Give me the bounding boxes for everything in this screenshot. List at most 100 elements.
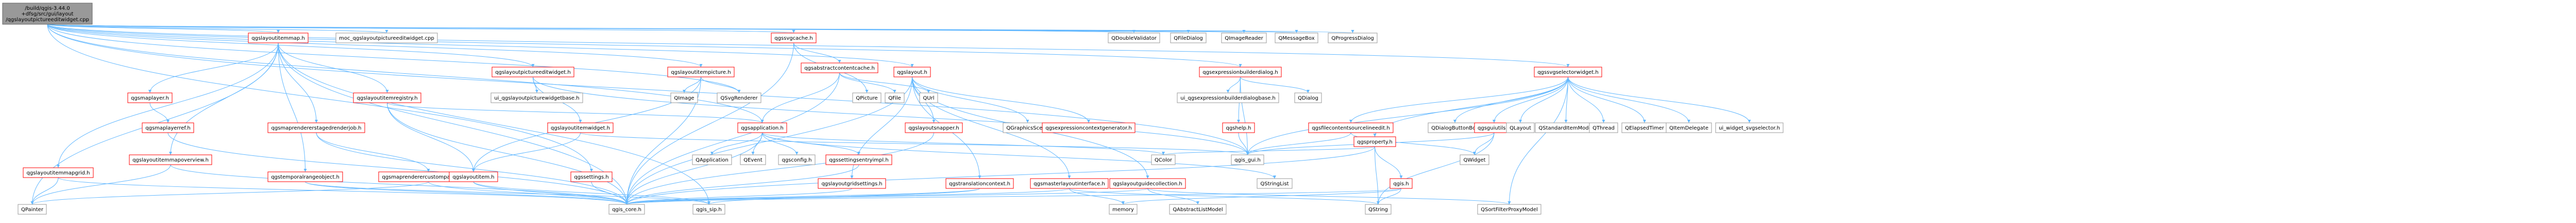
edge-qgsexpressionbuilderdialog-h-to-ui-qgsexpressionbuilderdialogbase-h [1228,76,1241,93]
edge-qgslayoutitemmapgrid-h-to-QPainter [32,177,59,205]
node-qgslayoutitemmapoverview-h[interactable]: qgslayoutitemmapoverview.h [129,154,212,165]
node-qgstemporalrangeobject-h[interactable]: qgstemporalrangeobject.h [267,171,343,182]
edge-arrowhead [857,152,860,155]
node-box [1353,136,1396,147]
node-box [18,204,47,215]
node-qgsfilecontentsourcelineedit-h[interactable]: qgsfilecontentsourcelineedit.h [1308,122,1394,133]
node-box [1108,33,1160,43]
node-label: qgslayoutitempicture.h [671,70,731,75]
edge-qgslayoutitemmapgrid-h-to-qgis-core-h [58,177,627,205]
edge-qgsmaprenderercustompainterjob-h-to-QPainter [32,181,429,205]
node-qgsproperty-h[interactable]: qgsproperty.h [1353,136,1396,147]
node-QElapsedTimer: QElapsedTimer [1621,122,1668,133]
node-label: QColor [1155,157,1173,163]
node-qgssettings-h[interactable]: qgssettings.h [570,171,613,182]
node-qgslayoutguidecollection-h[interactable]: qgslayoutguidecollection.h [1109,178,1186,189]
node-qgslayoutitemwidget-h[interactable]: qgslayoutitemwidget.h [547,122,614,133]
node-box [740,154,766,165]
edge-qgssvgselectorwidget-h-to-QItemDelegate [1568,76,1689,123]
node-qgsmaplayer-h[interactable]: qgsmaplayer.h [127,92,173,103]
node-QUrl: QUrl [919,92,938,103]
node-qgslayoutitemmap-h[interactable]: qgslayoutitemmap.h [248,33,309,43]
edge-arrowhead [1246,152,1249,155]
node-qgsabstractcontentcache-h[interactable]: qgsabstractcontentcache.h [801,62,878,73]
edge-qgssettings-h-to-qgis-core-h [591,181,627,205]
edge-qgsexpressionbuilderdialog-h-to-QDialog [1240,76,1309,93]
edge-qgssvgcache-h-to-qgis-core-h [626,42,794,205]
edge-arrowhead [472,169,475,172]
node-qgslayoutgridsettings-h[interactable]: qgslayoutgridsettings.h [818,178,886,189]
node-box [818,178,886,189]
edge-qgsmaplayer-h-to-qgsmaplayerref-h [149,102,168,123]
node-qgsmasterlayoutinterface-h[interactable]: qgsmasterlayoutinterface.h [1030,178,1109,189]
edge-qgslayoutsnapper-h-to-qgis-core-h [626,132,934,205]
node-label: QString [1368,207,1388,213]
node-qgslayoutitempicture-h[interactable]: qgslayoutitempicture.h [667,67,735,77]
node-box [1294,92,1322,103]
edge-arrowhead [590,169,593,172]
node-qgslayoutitem-h[interactable]: qgslayoutitem.h [449,171,498,182]
edge-arrowhead [1748,120,1751,123]
edge-root-to-qgslayoutpictureeditwidget-h [47,24,533,68]
node-label: QPainter [21,207,44,213]
node-label: /qgslayoutpictureeditwidget.cpp [6,17,89,23]
node-qgssvgcache-h[interactable]: qgssvgcache.h [771,33,817,43]
node-qgsmaprenderercustompainterjob-h-parent[interactable]: qgsmaprendererstagedrenderjob.h [267,122,365,133]
edge-arrowhead [148,90,151,93]
node-box [1715,122,1784,133]
edge-qgslayoutitemwidget-h-to-qgslayoutitem-h [473,132,581,172]
node-QFileDialog: QFileDialog [1170,33,1207,43]
node-QWidget: QWidget [1460,154,1489,165]
node-QString: QString [1365,204,1392,215]
edge-qgslayoutitemmap-h-to-qgstemporalrangeobject-h [278,42,306,172]
node-box [717,92,761,103]
node-qgslayout-h[interactable]: qgslayout.h [893,67,931,77]
node-label: qgslayoutitemwidget.h [551,125,610,131]
edge-arrowhead [1237,120,1240,123]
edge-qgsabstractcontentcache-h-to-qgsapplication-h [762,72,840,123]
node-qgsapplication-h[interactable]: qgsapplication.h [737,122,787,133]
node-qgslayoutpictureeditwidget-h[interactable]: qgslayoutpictureeditwidget.h [492,67,574,77]
node-qgssettingsentryimpl-h[interactable]: qgssettingsentryimpl.h [825,154,892,165]
node-box [852,92,882,103]
node-box [2,3,93,25]
node-QSvgRenderer: QSvgRenderer [717,92,761,103]
node-qgsexpressioncontextgenerator-h[interactable]: qgsexpressioncontextgenerator.h [1042,122,1136,133]
edge-arrowhead [535,90,538,93]
edge-qgssvgselectorwidget-h-to-QElapsedTimer [1568,76,1645,123]
edge-qgssvgselectorwidget-h-to-qgsguiutils-h [1494,76,1568,123]
node-qgshelp-h[interactable]: qgshelp.h [1222,122,1255,133]
node-QPicture: QPicture [852,92,882,103]
node-label: ui_qgslayoutpicturewidgetbase.h [494,95,579,101]
node-qgslayoutitemregistry-h[interactable]: qgslayoutitemregistry.h [353,92,421,103]
node-box [905,122,963,133]
node-qgis-h[interactable]: qgis.h [1389,178,1413,189]
edge-arrowhead [1067,176,1071,179]
edge-arrowhead [932,120,936,123]
edge-arrowhead [1373,134,1377,137]
edge-arrowhead [1566,64,1570,67]
node-box [1222,122,1255,133]
node-qgssvgselectorwidget-h[interactable]: qgssvgselectorwidget.h [1534,67,1602,77]
edge-qgssvgselectorwidget-h-to-qgis-gui-h [1247,76,1568,155]
node-box [335,33,438,43]
node-qgslayoutitemmapgrid-h[interactable]: qgslayoutitemmapgrid.h [23,167,94,178]
node-QAbstractListModel: QAbstractListModel [1169,204,1227,215]
node-qgslayoutsnapper-h[interactable]: qgslayoutsnapper.h [905,122,963,133]
node-label: QImage [674,95,694,101]
node-box [1389,178,1413,189]
node-qgsmaplayerref-h[interactable]: qgsmaplayerref.h [142,122,194,133]
node-QColor: QColor [1151,154,1176,165]
node-label: qgis.h [1393,181,1409,187]
node-label: qgslayoutitemregistry.h [357,95,417,101]
node-label: qgsguiutils.h [1478,125,1511,131]
edge-arrowhead [893,90,896,93]
edge-arrowhead [315,120,318,123]
edge-qgslayout-h-to-qgsexpressioncontextgenerator-h [912,76,1089,123]
node-qgsexpressionbuilderdialog-h[interactable]: qgsexpressionbuilderdialog.h [1199,67,1282,77]
node-moc: moc_qgslayoutpictureeditwidget.cpp [335,33,438,43]
node-QItemDelegate: QItemDelegate [1666,122,1712,133]
edge-arrowhead [1399,176,1403,179]
node-qgstranslationcontext-h[interactable]: qgstranslationcontext.h [945,178,1014,189]
edge-qgslayoutitemregistry-h-to-qgsapplication-h [387,102,762,123]
